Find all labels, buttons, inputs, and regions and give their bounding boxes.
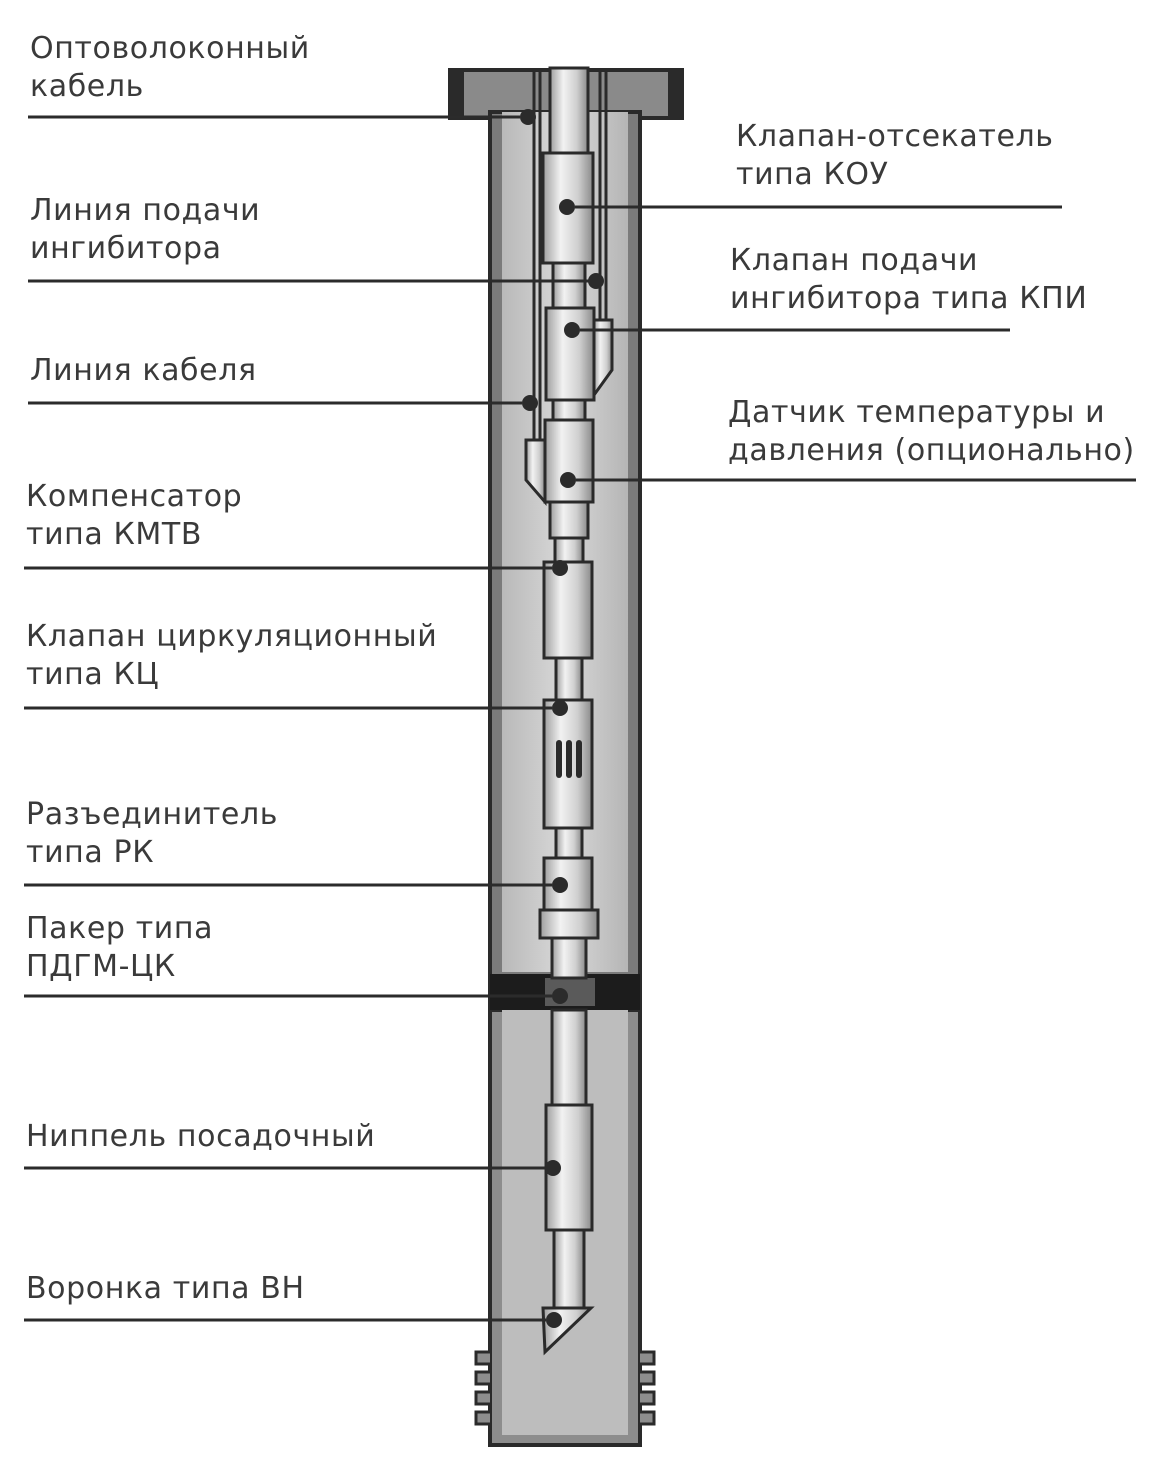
label-disconnector: Разъединитель типа РК: [26, 797, 279, 870]
leader-dot-cutoff-valve: [559, 199, 575, 215]
label-funnel: Воронка типа ВН: [26, 1271, 305, 1306]
label-cable-line: Линия кабеля: [30, 353, 257, 388]
label-inhibitor-valve: Клапан подачи ингибитора типа КПИ: [730, 243, 1088, 316]
label-inhibitor-line: Линия подачи ингибитора: [30, 193, 261, 266]
leader-dot-funnel: [546, 1312, 562, 1328]
circulation-slots: [556, 740, 582, 778]
leader-dot-pt-sensor: [560, 472, 576, 488]
leader-dot-packer: [552, 988, 568, 1004]
leader-dot-inhibitor-line: [588, 273, 604, 289]
leader-dot-fiber-cable: [520, 109, 536, 125]
leader-dot-circulation-valve: [552, 700, 568, 716]
leader-dot-cable-line: [522, 395, 538, 411]
leader-dot-compensator: [552, 560, 568, 576]
label-landing-nipple: Ниппель посадочный: [26, 1119, 376, 1154]
label-circulation-valve: Клапан циркуляционный типа КЦ: [26, 619, 438, 692]
leader-dot-landing-nipple: [545, 1160, 561, 1176]
label-packer: Пакер типа ПДГМ-ЦК: [26, 911, 214, 984]
label-cutoff-valve: Клапан-отсекатель типа КОУ: [736, 119, 1054, 192]
leader-dot-inhibitor-valve: [564, 322, 580, 338]
tubing-string: [524, 66, 614, 1356]
label-fiber-cable: Оптоволоконный кабель: [30, 31, 310, 104]
leader-dot-disconnector: [552, 877, 568, 893]
label-pt-sensor: Датчик температуры и давления (опциональ…: [728, 395, 1135, 468]
leader-lines: [24, 109, 1136, 1328]
label-compensator: Компенсатор типа КМТВ: [26, 479, 243, 552]
